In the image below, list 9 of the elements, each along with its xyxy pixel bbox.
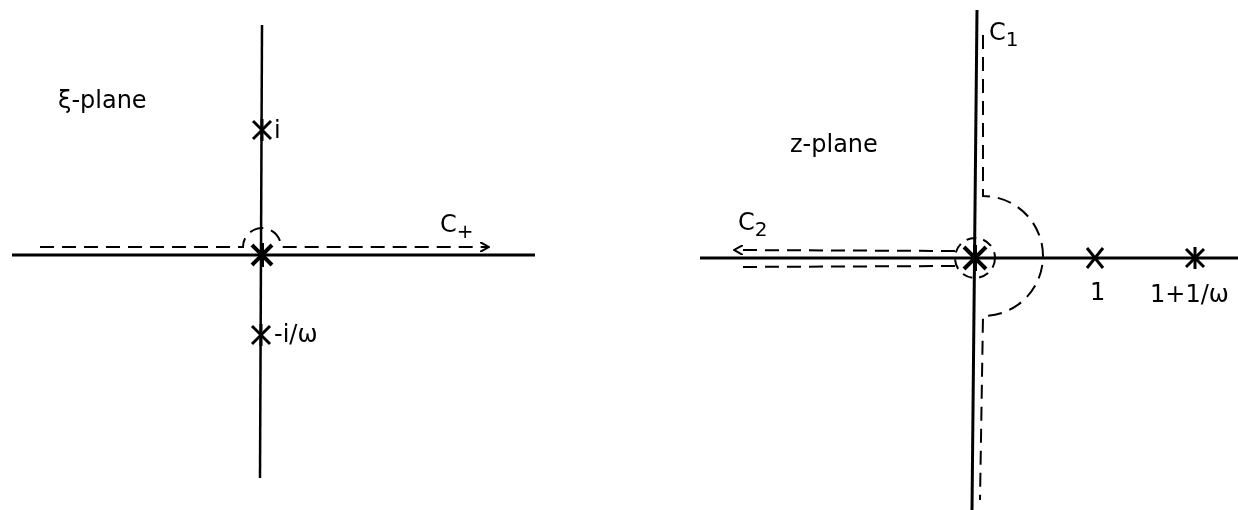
plane-label: ξ-plane: [58, 88, 147, 112]
contour-label: C$_{+}$: [440, 212, 474, 241]
point-label: i: [274, 118, 281, 142]
point-label: 1+1/ω: [1150, 282, 1229, 306]
contour-label: C$_{2}$: [738, 210, 768, 239]
contour-label: C$_{1}$: [989, 20, 1019, 49]
point-label: 1: [1090, 280, 1106, 304]
plane-label: z-plane: [790, 132, 878, 156]
point-label: -i/ω: [274, 322, 318, 346]
